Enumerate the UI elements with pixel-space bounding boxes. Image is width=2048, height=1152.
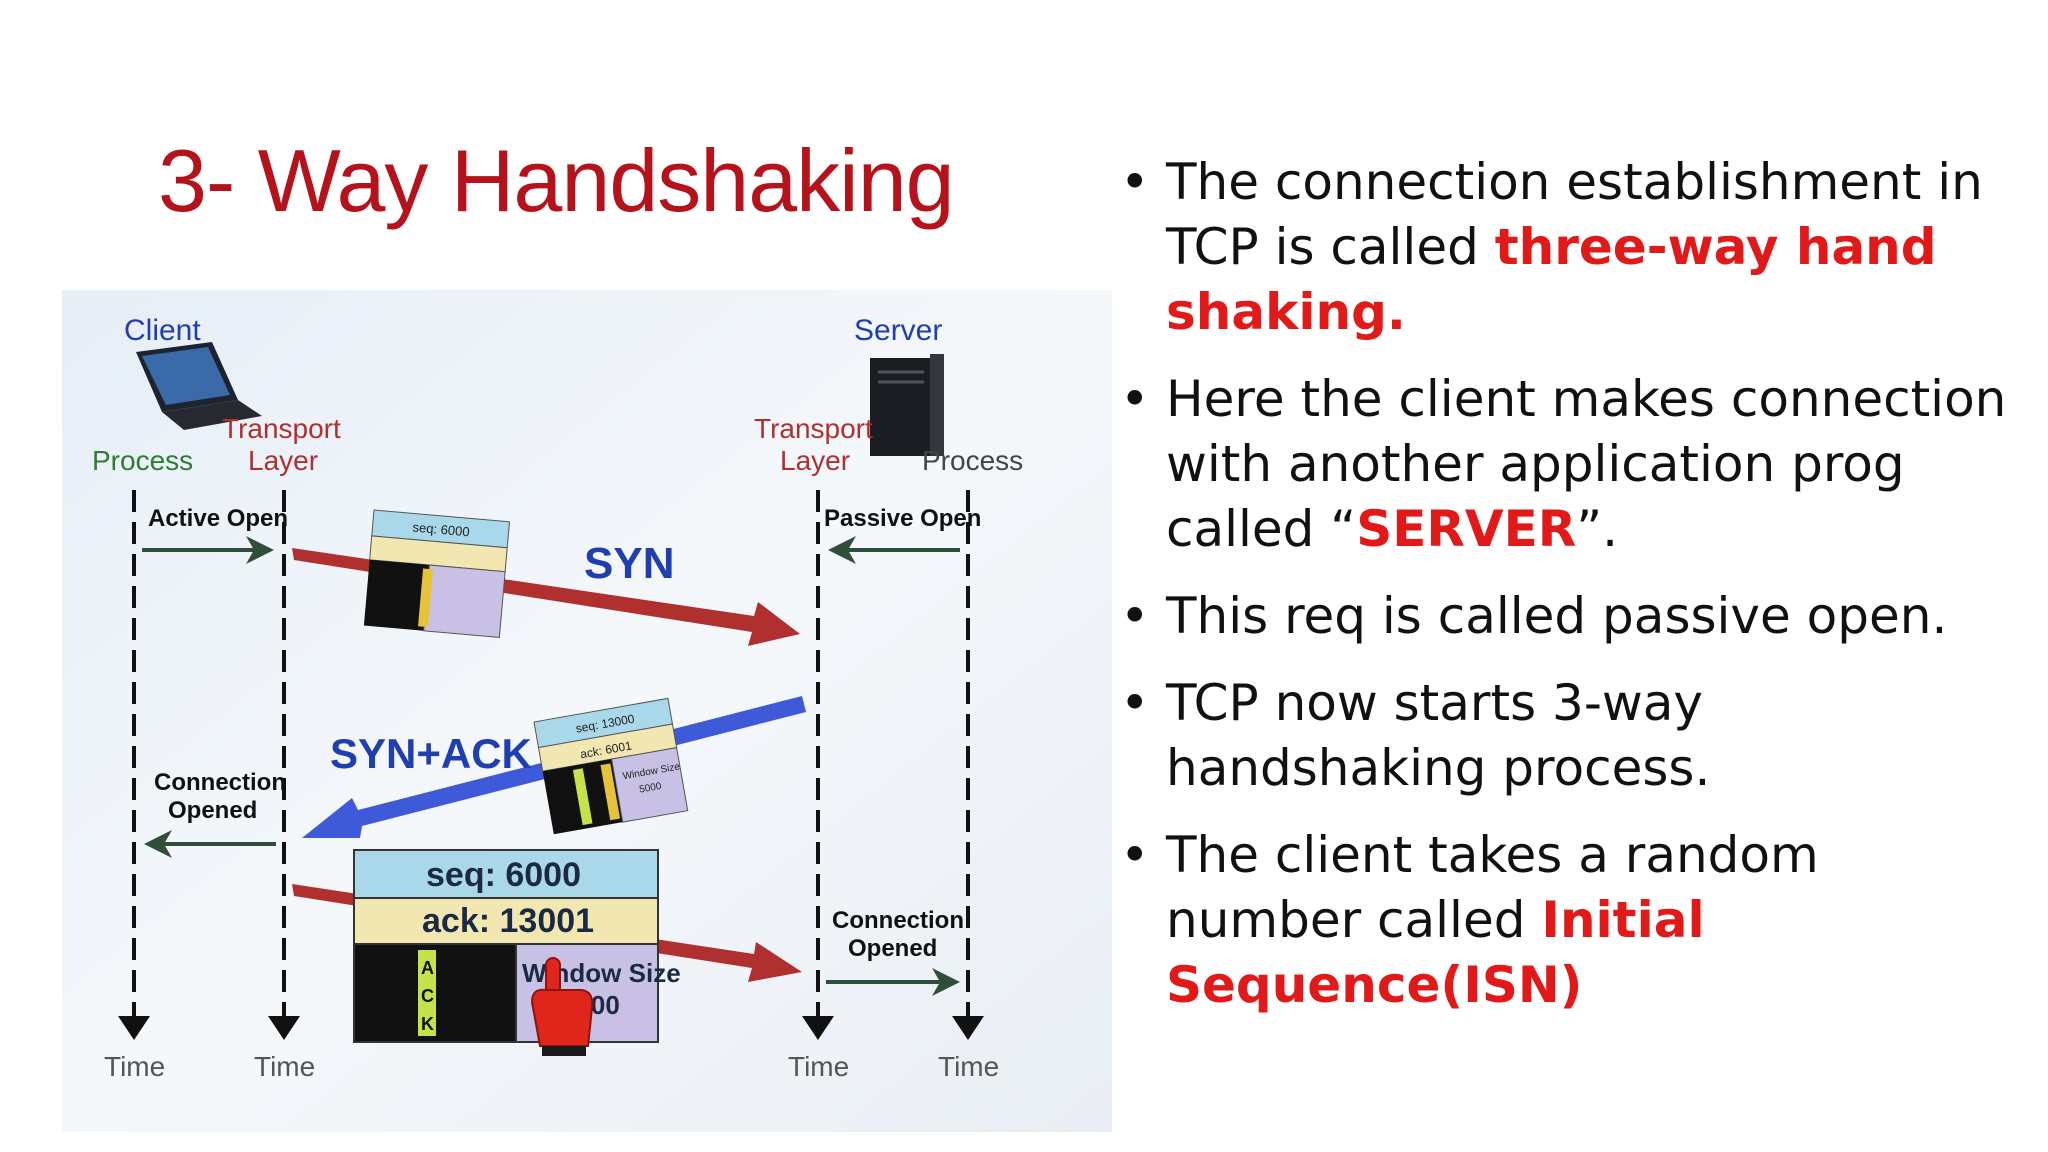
highlight-text: three-way hand shaking. [1166,218,1937,341]
ack-flag-a: A [421,958,434,978]
client-label: Client [124,314,201,347]
syn-label: SYN [584,539,674,588]
bullet-item: Here the client makes connection with an… [1120,367,2020,562]
passive-open-label: Passive Open [824,505,981,532]
timelines [132,490,970,1018]
active-open-label: Active Open [148,505,288,532]
syn-segment: seq: 6000 [363,509,511,638]
server-icon [870,354,944,456]
time-label-2: Time [254,1051,315,1082]
ack-seg-seq: seq: 6000 [426,856,581,894]
hand-pointer-icon [530,957,594,1056]
conn-opened-right-arrowhead [932,968,960,996]
highlight-text: SERVER [1356,500,1577,558]
process-label-left: Process [92,445,193,476]
bullet-item: TCP now starts 3-way handshaking process… [1120,671,2020,801]
bullet-item: This req is called passive open. [1120,584,2020,649]
ack-flag [418,950,436,1036]
handshake-diagram: Client Server Process Transport Layer Tr… [62,290,1112,1132]
slide-title: 3- Way Handshaking [158,131,955,230]
timeline-arrowheads [118,1016,984,1040]
active-open-arrowhead [246,536,274,564]
process-label-right: Process [922,445,1023,476]
conn-opened-left-1: Connection [154,769,286,796]
transport-label-left: Transport [222,413,341,444]
syn-ack-label: SYN+ACK [330,730,532,777]
syn-ack-segment: seq: 13000 ack: 6001 Window Size 5000 [533,697,689,835]
conn-opened-right-2: Opened [848,935,937,962]
server-label: Server [854,314,942,347]
layer-label-right: Layer [780,445,850,476]
bullet-item: The connection establishment in TCP is c… [1120,150,2020,345]
ack-flag-c: C [421,986,434,1006]
layer-label-left: Layer [248,445,318,476]
laptop-icon [136,342,262,430]
bullet-list: The connection establishment in TCP is c… [1120,150,2020,1040]
conn-opened-right-1: Connection [832,907,964,934]
time-label-1: Time [104,1051,165,1082]
time-label-4: Time [938,1051,999,1082]
passive-open-arrowhead [828,536,856,564]
bullet-item: The client takes a random number called … [1120,823,2020,1018]
ack-segment: seq: 6000 ack: 13001 Window Size 5000 A … [353,849,681,1043]
highlight-text: Initial Sequence(ISN) [1166,891,1705,1014]
ack-seg-ack: ack: 13001 [422,902,594,940]
conn-opened-left-arrowhead [144,830,172,858]
syn-ack-window-value: 5000 [638,781,662,796]
syn-seq: seq: 6000 [412,519,470,539]
conn-opened-left-2: Opened [168,797,257,824]
time-label-3: Time [788,1051,849,1082]
ack-flag-k: K [421,1014,434,1034]
transport-label-right: Transport [754,413,873,444]
